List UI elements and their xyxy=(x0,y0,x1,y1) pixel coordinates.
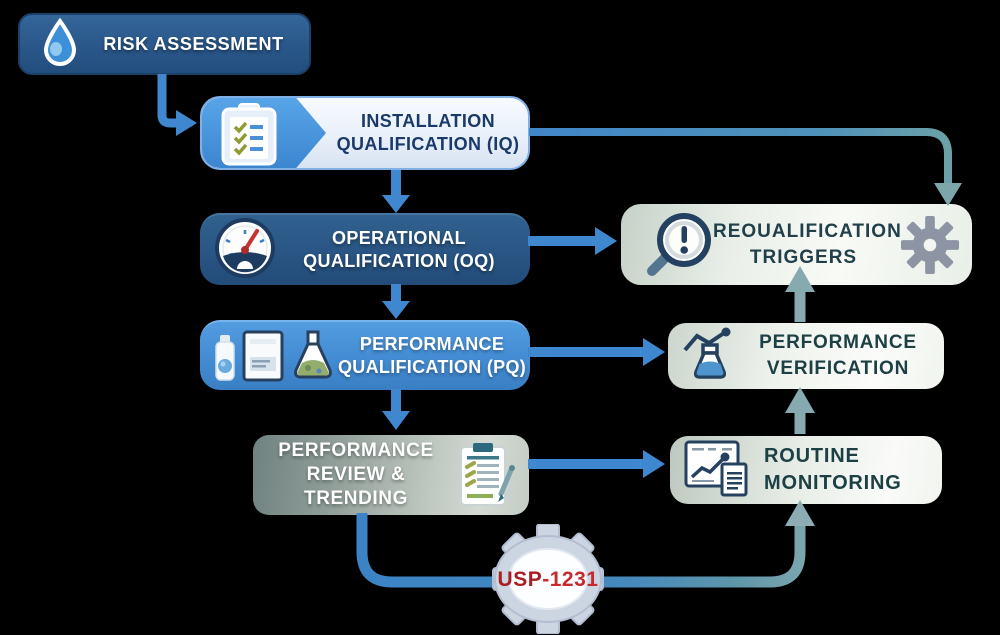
node-label-line1: PERFORMANCE xyxy=(759,332,917,354)
node-label-line1: ROUTINE xyxy=(764,445,860,467)
node-label-line2: QUALIFICATION (PQ) xyxy=(338,357,527,377)
node-label-line1: PERFORMANCE xyxy=(278,440,434,462)
gauge-icon xyxy=(214,217,276,284)
node-label-line1: INSTALLATION xyxy=(360,110,496,131)
node-installation-qualification: INSTALLATION QUALIFICATION (IQ) xyxy=(200,96,530,170)
node-performance-qualification: PERFORMANCE QUALIFICATION (PQ) xyxy=(200,320,530,390)
node-label-line2: QUALIFICATION (OQ) xyxy=(303,251,495,271)
node-label-line1: OPERATIONAL xyxy=(331,227,467,248)
node-label: RISK ASSESSMENT xyxy=(103,33,284,54)
node-routine-monitoring: ROUTINE MONITORING xyxy=(670,436,942,504)
node-label-line1: REOUALIFICATION xyxy=(713,220,902,242)
lab-equipment-icons xyxy=(212,330,338,382)
arrow-risk-to-iq xyxy=(157,74,197,136)
usp-label: USP-1231 xyxy=(473,568,623,592)
node-operational-qualification: OPERATIONAL QUALIFICATION (OQ) xyxy=(200,213,530,285)
trend-flask-icon xyxy=(682,326,740,387)
gear-icon xyxy=(900,215,960,280)
node-requalification-triggers: REOUALIFICATION TRIGGERS xyxy=(621,204,972,285)
magnifier-alert-icon xyxy=(643,210,715,287)
node-label-line1: PERFORMANCE xyxy=(359,333,505,354)
chart-document-icon xyxy=(684,439,750,502)
arrow-review-to-routine xyxy=(528,450,665,478)
arrow-pq-to-review xyxy=(382,389,410,430)
checklist-clipboard-icon xyxy=(218,103,280,168)
node-label-line2: VERIFICATION xyxy=(766,358,910,379)
arrow-iq-to-requal-long xyxy=(529,128,962,206)
node-label-line2: QUALIFICATION (IQ) xyxy=(336,134,520,154)
water-drop-icon xyxy=(42,17,78,71)
node-label-line2: TRIGGERS xyxy=(749,246,858,268)
lab-notebook-icon xyxy=(242,330,284,382)
node-risk-assessment: RISK ASSESSMENT xyxy=(18,13,311,75)
node-label-line2: MONITORING xyxy=(764,472,902,494)
arrow-oq-to-pq xyxy=(382,284,410,319)
arrow-pq-to-verify xyxy=(528,338,665,366)
sample-bottle-icon xyxy=(215,335,235,381)
arrow-oq-to-requal xyxy=(528,227,617,255)
node-label-line2: REVIEW & xyxy=(306,464,406,486)
usp-suffix: -1231 xyxy=(542,568,599,591)
node-label-line3: TRENDING xyxy=(303,487,409,509)
arrow-routine-to-verify xyxy=(785,387,815,434)
arrow-iq-to-oq xyxy=(382,170,410,213)
review-clipboard-icon xyxy=(455,442,517,513)
usp-1231-gear: USP-1231 xyxy=(473,523,623,635)
node-performance-verification: PERFORMANCE VERIFICATION xyxy=(668,323,944,389)
node-performance-review-trending: PERFORMANCE REVIEW & TRENDING xyxy=(253,435,529,515)
flask-icon xyxy=(294,330,332,379)
usp-prefix: USP xyxy=(497,568,543,591)
